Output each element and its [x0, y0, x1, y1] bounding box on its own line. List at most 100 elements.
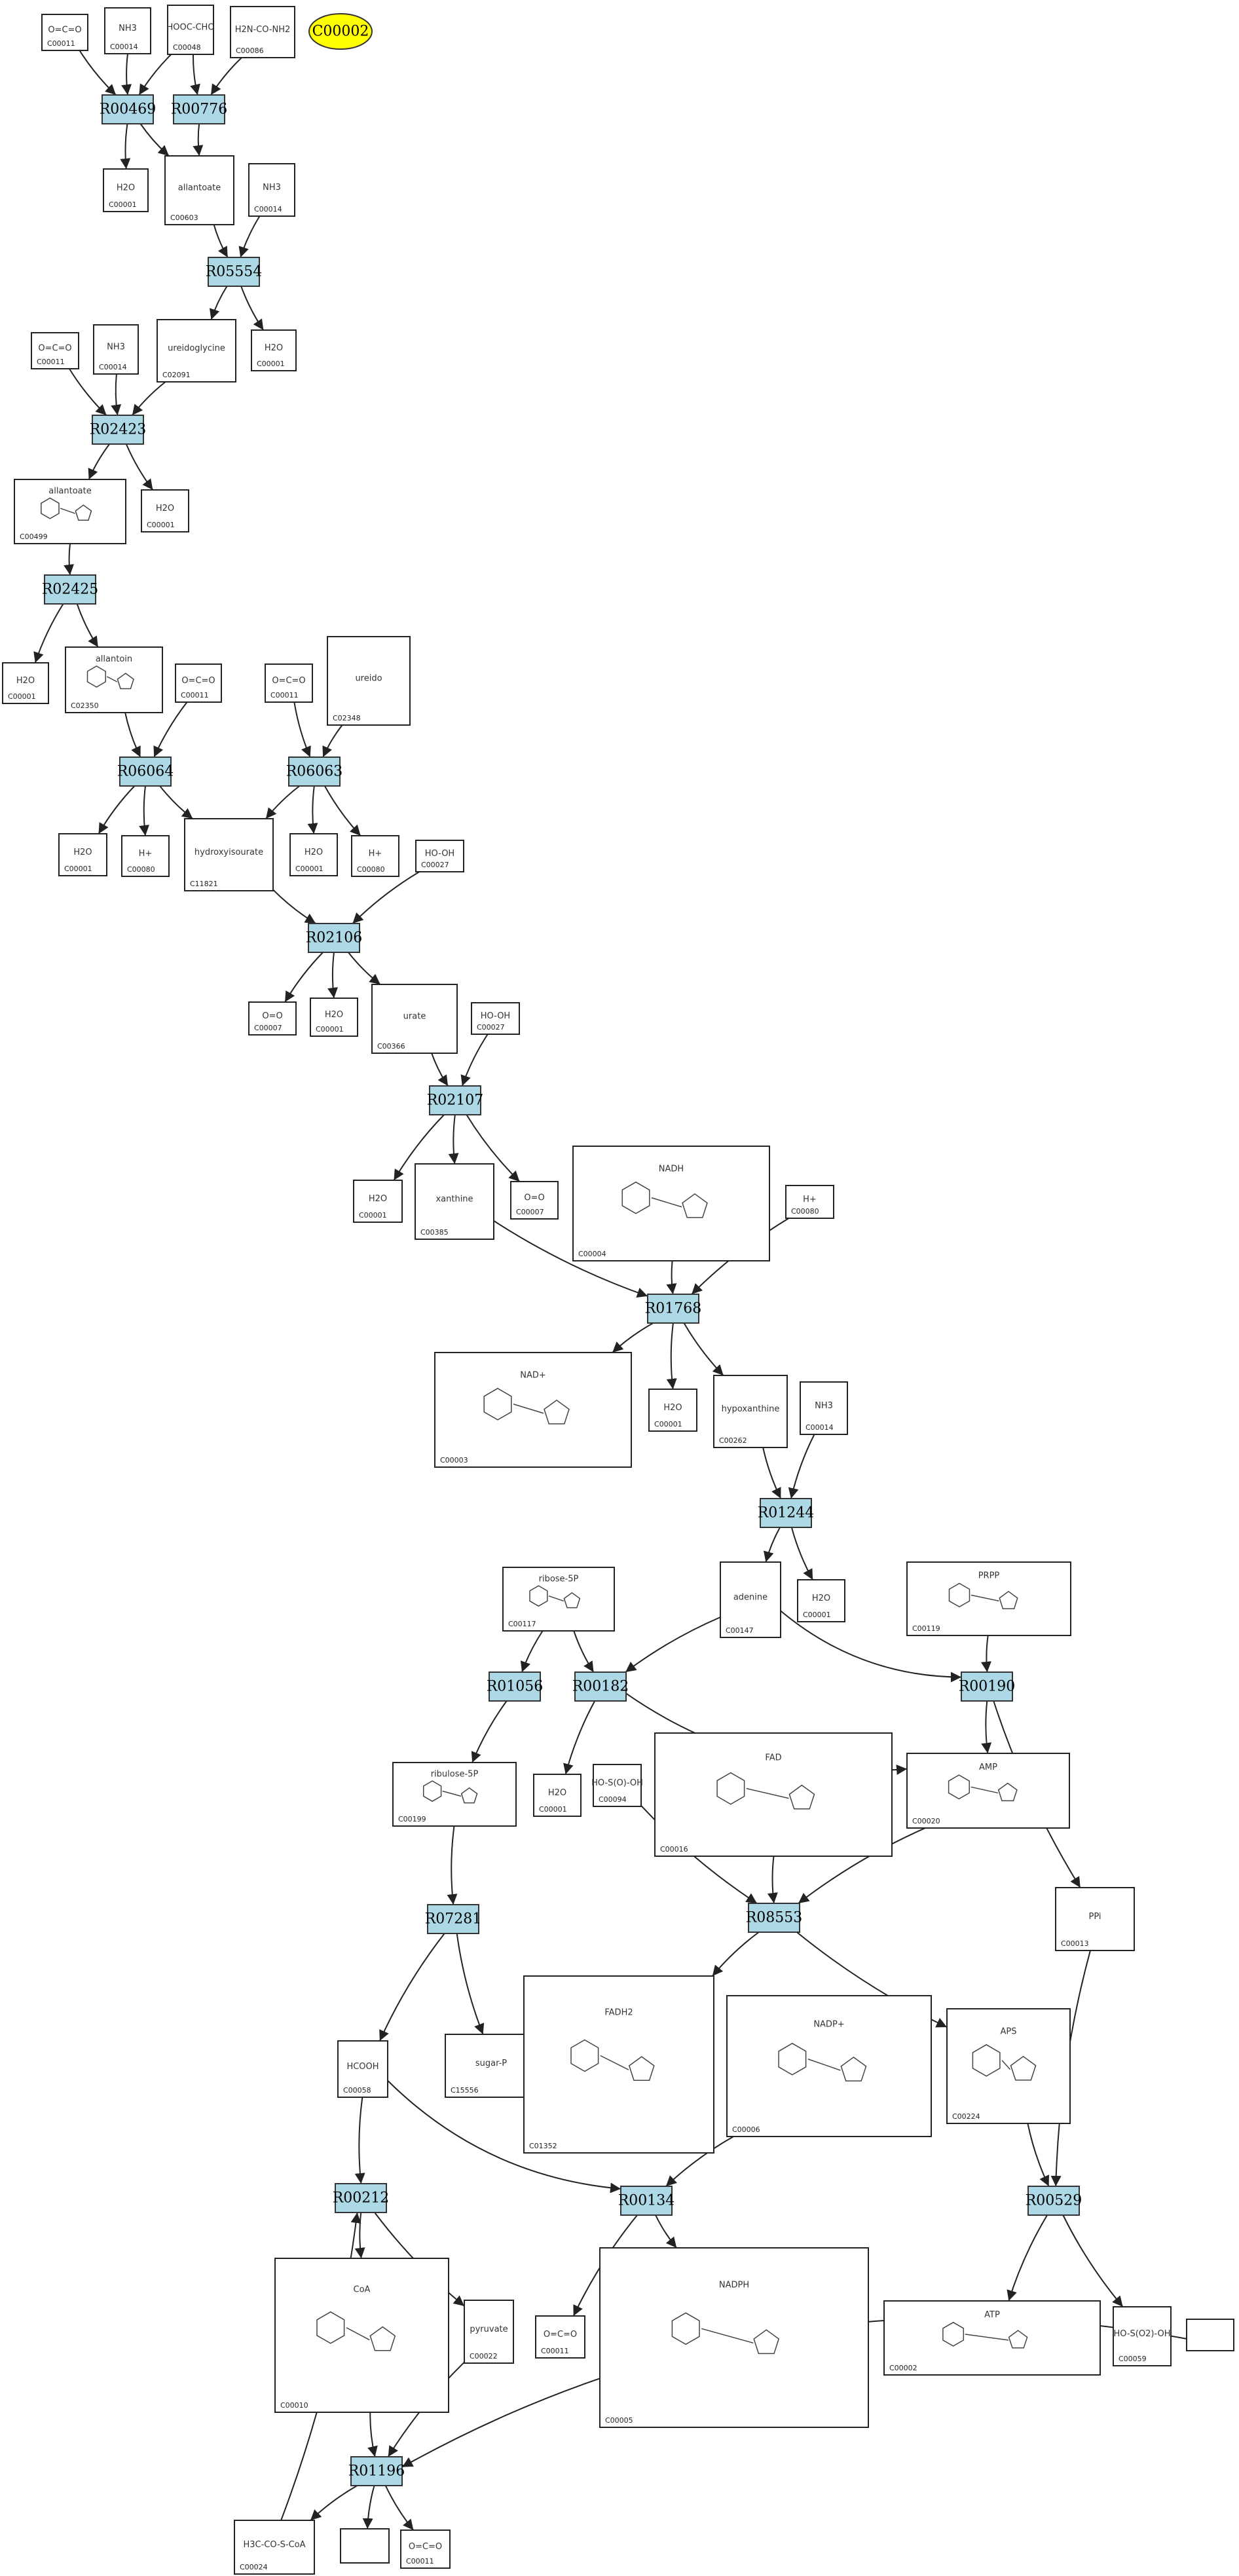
highlight-node[interactable]: C00002 — [308, 13, 373, 50]
reaction-node[interactable]: R02106 — [306, 923, 363, 953]
compound-id: C00001 — [803, 1611, 831, 1619]
compound-formula: O=C=O — [48, 26, 81, 35]
reaction-node[interactable]: R00529 — [1026, 2186, 1082, 2216]
compound-node[interactable]: H+C00080 — [351, 835, 399, 877]
edge-R00529-c57 — [1007, 2214, 1048, 2302]
compound-node[interactable]: H+C00080 — [121, 835, 170, 877]
compound-box — [93, 324, 139, 375]
reaction-node[interactable]: R00212 — [333, 2183, 390, 2213]
edge-R02423-c12 — [88, 443, 110, 480]
compound-id: C00119 — [912, 1624, 940, 1633]
reaction-node[interactable]: R06064 — [117, 756, 174, 787]
compound-node[interactable]: NADP+C00006 — [726, 1995, 932, 2137]
edge-c37-R01244 — [788, 1434, 815, 1499]
reaction-box — [102, 94, 154, 124]
compound-id: C00011 — [37, 358, 65, 366]
reaction-node[interactable]: R02423 — [90, 415, 147, 445]
compound-formula: H2N-CO-NH2 — [235, 25, 291, 35]
edge-c38-R00182 — [573, 1630, 595, 1673]
reaction-node[interactable]: R08553 — [746, 1903, 803, 1933]
compound-node[interactable]: NAD+C00003 — [434, 1352, 632, 1468]
compound-node[interactable]: H2O C00001 — [797, 1579, 845, 1622]
compound-node[interactable] — [340, 2528, 390, 2564]
reaction-node[interactable]: R07281 — [425, 1904, 482, 1934]
reaction-node[interactable]: R02107 — [427, 1085, 484, 1115]
reaction-node[interactable]: R01196 — [348, 2456, 405, 2486]
reaction-node[interactable]: R00134 — [618, 2186, 675, 2216]
edge-R06064-c20 — [139, 785, 150, 836]
reaction-node[interactable]: R06063 — [286, 756, 343, 787]
compound-formula: H2O — [812, 1594, 830, 1603]
reaction-node[interactable]: R02425 — [42, 574, 99, 605]
compound-node[interactable] — [1186, 2319, 1234, 2351]
reaction-node[interactable]: R01056 — [487, 1671, 544, 1702]
reaction-node[interactable]: R01768 — [645, 1294, 702, 1324]
reaction-node[interactable]: R01244 — [758, 1498, 815, 1528]
reaction-node[interactable]: R00182 — [572, 1671, 629, 1702]
reaction-node[interactable]: R00190 — [959, 1671, 1016, 1702]
reaction-label: R06063 — [286, 764, 343, 780]
compound-node[interactable]: H+C00080 — [785, 1185, 834, 1219]
reaction-node[interactable]: R05554 — [206, 257, 263, 287]
compound-formula: adenine — [733, 1593, 767, 1603]
reaction-node[interactable]: R00776 — [171, 94, 228, 124]
edge-R05554-c9 — [240, 286, 265, 331]
reaction-node[interactable]: R00469 — [100, 94, 157, 124]
compound-box — [327, 636, 411, 726]
